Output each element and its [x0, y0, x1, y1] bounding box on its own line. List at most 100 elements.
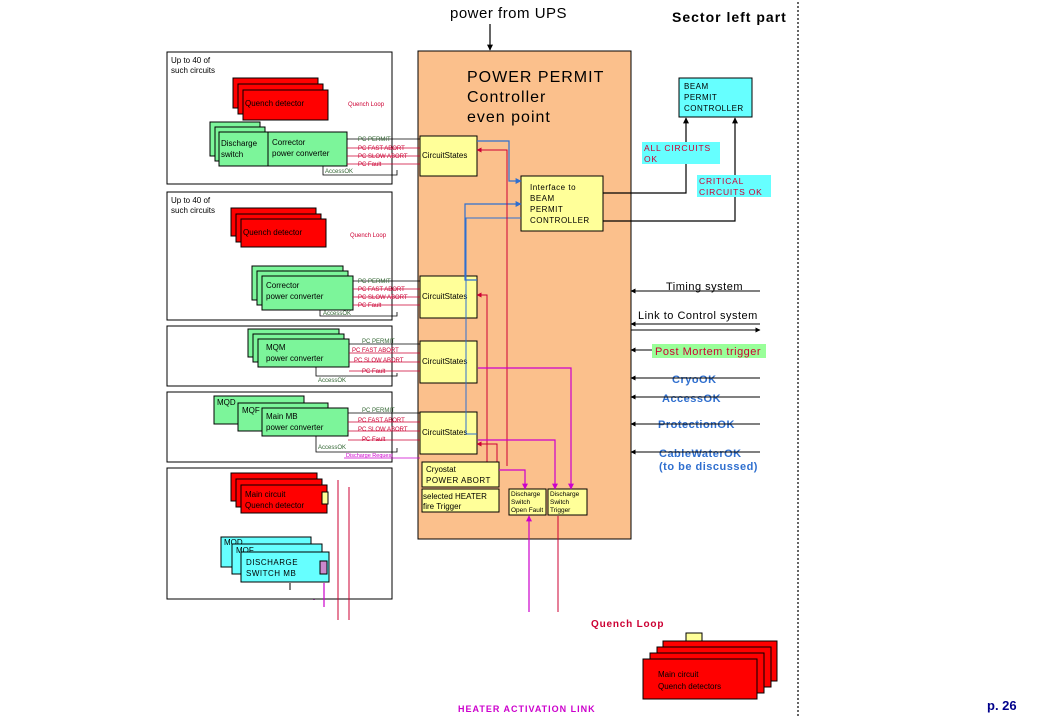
svg-text:Main circuit: Main circuit [245, 490, 286, 499]
svg-text:CircuitStates: CircuitStates [422, 357, 467, 366]
quench-detector-stack-1: Quench detector [232, 77, 329, 121]
svg-text:PC SLOW ABORT: PC SLOW ABORT [358, 154, 408, 160]
post-mortem-label: Post Mortem trigger [655, 346, 761, 358]
red-feedback-line-1 [476, 147, 508, 466]
svg-text:selected HEATER: selected HEATER [423, 492, 487, 501]
svg-text:ALL CIRCUITS: ALL CIRCUITS [644, 143, 711, 153]
svg-text:MQD: MQD [224, 538, 243, 547]
svg-text:PC FAST ABORT: PC FAST ABORT [358, 287, 405, 293]
svg-text:such circuits: such circuits [171, 66, 215, 75]
svg-text:Interface to: Interface to [530, 183, 576, 192]
svg-text:CONTROLLER: CONTROLLER [530, 216, 590, 225]
svg-text:AccessOK: AccessOK [325, 169, 353, 175]
svg-text:Quench detectors: Quench detectors [658, 682, 721, 691]
cs2-to-interface-line [464, 201, 522, 281]
discharge-switch-mb-stack: MQD MQF DISCHARGE SWITCH MB [220, 536, 330, 583]
cryo-ok-label: CryoOK [672, 374, 717, 386]
svg-text:CIRCUITS OK: CIRCUITS OK [699, 187, 763, 197]
svg-text:Trigger: Trigger [550, 507, 571, 514]
signal-lines-2: PC PERMIT PC FAST ABORT PC SLOW ABORT PC… [319, 279, 420, 317]
power-from-ups-label: power from UPS [450, 5, 567, 22]
svg-text:power converter: power converter [266, 292, 324, 301]
beam-permit-controller-box: BEAM PERMIT CONTROLLER [678, 77, 753, 118]
svg-text:SWITCH MB: SWITCH MB [246, 569, 296, 578]
signal-lines-3: PC PERMIT PC FAST ABORT PC SLOW ABORT PC… [315, 339, 420, 384]
svg-text:Quench detector: Quench detector [243, 228, 302, 237]
post-mortem-bg [652, 344, 766, 358]
svg-text:PC SLOW ABORT: PC SLOW ABORT [358, 427, 408, 433]
svg-text:PC PERMIT: PC PERMIT [362, 408, 395, 414]
svg-text:power converter: power converter [266, 423, 324, 432]
sector-left-part-label: Sector left part [672, 9, 787, 25]
discharge-switch-open-fault-box: Discharge Switch Open Fault [508, 488, 547, 516]
main-mb-converter-stack: MQD MQF Main MB power converter [213, 395, 349, 437]
svg-text:PC PERMIT: PC PERMIT [358, 137, 391, 143]
interface-beam-permit-box: Interface to BEAM PERMIT CONTROLLER [520, 175, 604, 232]
svg-text:PC PERMIT: PC PERMIT [362, 339, 395, 345]
svg-text:CRITICAL: CRITICAL [699, 176, 744, 186]
svg-text:PERMIT: PERMIT [684, 93, 717, 102]
svg-text:Cryostat: Cryostat [426, 465, 457, 474]
svg-text:PC Fault: PC Fault [362, 369, 386, 375]
svg-text:Main circuit: Main circuit [658, 670, 699, 679]
circuit-states-box-4: CircuitStates [419, 411, 478, 455]
svg-text:CONTROLLER: CONTROLLER [684, 104, 744, 113]
svg-text:power converter: power converter [266, 354, 324, 363]
svg-text:MQD: MQD [217, 398, 236, 407]
all-circuits-ok-label: ALL CIRCUITS OK [642, 142, 720, 164]
svg-text:MQM: MQM [266, 343, 286, 352]
cryostat-power-abort-box: Cryostat POWER ABORT [421, 461, 500, 488]
main-circuit-detectors-stack: Main circuit Quench detectors [642, 632, 778, 700]
svg-text:Discharge: Discharge [511, 491, 541, 498]
svg-text:Quench detector: Quench detector [245, 99, 304, 108]
svg-text:Open Fault: Open Fault [511, 507, 543, 514]
main-circuit-quench-stack: Main circuit Quench detector [230, 472, 329, 514]
svg-text:Corrector: Corrector [272, 138, 306, 147]
to-be-discussed-label: (to be discussed) [659, 461, 758, 473]
svg-text:PC PERMIT: PC PERMIT [358, 279, 391, 285]
controller-title-3: even point [467, 109, 551, 126]
svg-text:Discharge: Discharge [550, 491, 580, 498]
svg-text:PC Fault: PC Fault [358, 303, 382, 309]
signal-lines-4: PC PERMIT PC FAST ABORT PC SLOW ABORT PC… [315, 408, 420, 459]
cs4-to-interface-line [465, 217, 521, 435]
link-control-label: Link to Control system [638, 310, 758, 322]
cable-water-ok-label: CableWaterOK [659, 448, 742, 460]
critical-circuits-ok-label: CRITICAL CIRCUITS OK [697, 175, 771, 197]
svg-text:PC FAST ABORT: PC FAST ABORT [358, 146, 405, 152]
svg-text:such circuits: such circuits [171, 206, 215, 215]
svg-text:PC Fault: PC Fault [358, 162, 382, 168]
svg-text:BEAM: BEAM [530, 194, 555, 203]
quench-detector-stack-2: Quench detector [230, 207, 327, 248]
svg-text:power converter: power converter [272, 149, 330, 158]
svg-text:BEAM: BEAM [684, 82, 709, 91]
controller-title-2: Controller [467, 89, 546, 106]
circuit-states-box-1: CircuitStates [419, 135, 478, 177]
svg-text:DISCHARGE: DISCHARGE [246, 558, 298, 567]
svg-text:PC SLOW ABORT: PC SLOW ABORT [358, 295, 408, 301]
svg-text:Up to 40 of: Up to 40 of [171, 196, 211, 205]
signal-lines-1: PC PERMIT PC FAST ABORT PC SLOW ABORT PC… [322, 137, 420, 176]
svg-text:CircuitStates: CircuitStates [422, 428, 467, 437]
svg-text:POWER ABORT: POWER ABORT [426, 476, 491, 485]
quench-loop-small-2: Quench Loop [350, 233, 387, 239]
svg-text:PERMIT: PERMIT [530, 205, 563, 214]
svg-text:Up to 40 of: Up to 40 of [171, 56, 211, 65]
svg-text:Switch: Switch [511, 499, 531, 506]
critical-circuits-ok-line [603, 117, 738, 222]
heater-activation-link-label: HEATER ACTIVATION LINK [458, 704, 596, 714]
corrector-converter-stack-2: Corrector power converter [251, 265, 354, 311]
corrector-converter-1: Corrector power converter [267, 131, 348, 167]
mqm-converter-stack: MQM power converter [247, 328, 350, 368]
svg-text:Switch: Switch [550, 499, 570, 506]
quench-loop-small-1: Quench Loop [348, 102, 385, 108]
timing-system-label: Timing system [666, 281, 743, 293]
svg-text:MQF: MQF [242, 406, 260, 415]
svg-text:Discharge Request: Discharge Request [346, 453, 393, 459]
svg-text:Discharge: Discharge [221, 139, 258, 148]
magenta-line-cs4 [478, 439, 558, 490]
magenta-line-cs3 [478, 367, 574, 490]
svg-text:AccessOK: AccessOK [318, 378, 346, 384]
svg-text:CircuitStates: CircuitStates [422, 292, 467, 301]
